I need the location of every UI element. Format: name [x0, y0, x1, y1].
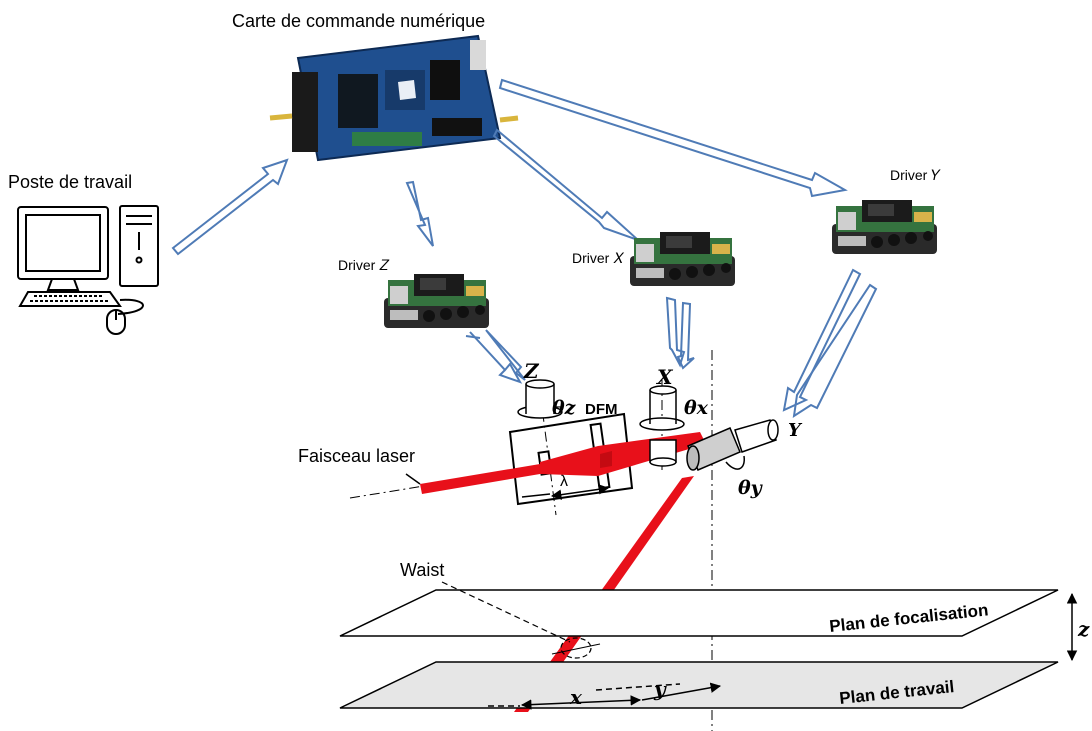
focal-plane [339, 589, 1059, 637]
z-height-symbol: z [1077, 617, 1090, 641]
offset-x-symbol: x [569, 685, 583, 709]
dfm-label: DFM [585, 401, 618, 418]
theta-y-symbol: θy [738, 477, 764, 499]
driver-y-label: Driver 𝑌 [890, 167, 941, 183]
laser-beam-label: Faisceau laser [298, 446, 415, 466]
laser-beam-pointer [405, 473, 421, 485]
arrow-board-to-driver-z [405, 180, 434, 247]
axis-z-symbol: Z [523, 359, 540, 383]
rotor-x [639, 385, 685, 467]
driver-z-label: Driver 𝑍 [338, 257, 389, 273]
arrow-driver-z-link [465, 329, 526, 384]
control-board-image [269, 34, 519, 162]
rotor-y [686, 419, 779, 471]
driver-x-image [630, 232, 735, 286]
waist-marker [560, 637, 592, 659]
arrow-board-to-driver-x [492, 128, 639, 241]
theta-z-symbol: θz [552, 397, 577, 419]
axis-y-symbol: Y [788, 420, 803, 441]
arrow-workstation-to-board [171, 158, 289, 256]
offset-y-symbol: y [653, 677, 667, 701]
computer-icon [17, 205, 159, 335]
theta-x-symbol: θx [684, 397, 709, 419]
arrow-driver-y-link [782, 268, 878, 419]
driver-z-image [384, 274, 489, 328]
arrow-board-to-driver-y [498, 78, 848, 198]
waist-label: Waist [400, 560, 444, 580]
axis-x-symbol: X [655, 365, 674, 389]
driver-y-image [832, 200, 937, 254]
workstation-label: Poste de travail [8, 172, 132, 192]
waist-dash [551, 643, 601, 655]
work-offsets [488, 682, 722, 710]
lambda-label: λ [560, 473, 568, 490]
arrow-driver-x-link [665, 296, 695, 370]
rotor-z [517, 379, 563, 419]
work-plane [339, 661, 1059, 709]
waist-pointer [441, 581, 571, 643]
driver-x-label: Driver 𝑋 [572, 250, 624, 266]
control-board-label: Carte de commande numérique [232, 11, 485, 31]
lambda-dimension: λ [521, 473, 610, 500]
